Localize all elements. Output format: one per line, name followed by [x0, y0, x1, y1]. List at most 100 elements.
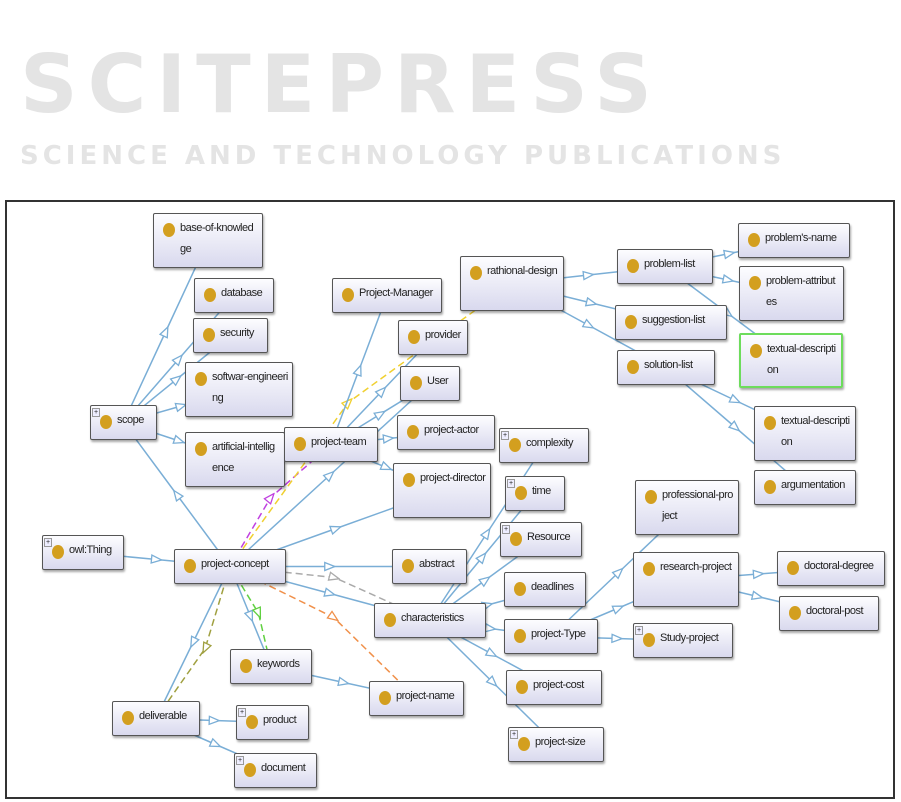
node-label: rathional-design: [487, 265, 558, 277]
node-label: problem-list: [644, 258, 695, 270]
class-icon: [625, 315, 637, 329]
class-node-provider[interactable]: provider: [398, 320, 468, 355]
class-icon: [246, 715, 258, 729]
class-icon: [510, 532, 522, 546]
node-label: database: [221, 287, 263, 299]
class-node-sol[interactable]: solution-list: [617, 350, 715, 385]
expand-icon[interactable]: +: [92, 408, 100, 417]
class-icon: [184, 559, 196, 573]
class-node-document[interactable]: + document: [234, 753, 317, 788]
node-label: deadlines: [531, 581, 574, 593]
class-node-keywords[interactable]: keywords: [230, 649, 312, 684]
class-node-ai[interactable]: artificial-intelligence: [185, 432, 285, 487]
node-label: problem's-name: [765, 232, 837, 244]
class-node-pattr[interactable]: problem-attributes: [739, 266, 844, 321]
class-node-ddeg[interactable]: doctoral-degree: [777, 551, 885, 586]
class-node-time[interactable]: +time: [505, 476, 565, 511]
class-node-projname[interactable]: project-name: [369, 681, 464, 716]
class-icon: [515, 486, 527, 500]
expand-icon[interactable]: +: [507, 479, 515, 488]
node-label: textual-description: [767, 343, 836, 376]
class-node-scope[interactable]: +scope: [90, 405, 157, 440]
class-node-psize[interactable]: + project-size: [508, 727, 604, 762]
node-label: User: [427, 375, 449, 387]
node-label: security: [220, 327, 254, 339]
node-label: professional-project: [662, 489, 733, 522]
class-node-ptype[interactable]: project-Type: [504, 619, 598, 654]
class-node-concept[interactable]: project-concept: [174, 549, 286, 584]
class-node-research[interactable]: research-project: [633, 552, 739, 607]
edge-charac-time: [429, 493, 536, 621]
class-node-pcost[interactable]: project-cost: [506, 670, 602, 705]
expand-icon[interactable]: +: [501, 431, 509, 440]
class-icon: [764, 480, 776, 494]
class-node-complexity[interactable]: + complexity: [499, 428, 589, 463]
node-label: project-name: [396, 690, 455, 702]
node-label: project-size: [535, 736, 586, 748]
class-node-resource[interactable]: + Resource: [500, 522, 582, 557]
node-label: document: [261, 762, 306, 774]
class-icon: [518, 737, 530, 751]
node-label: complexity: [526, 437, 573, 449]
edge-scope-base: [122, 240, 209, 423]
class-icon: [244, 763, 256, 777]
node-label: doctoral-post: [806, 605, 864, 617]
class-node-actor[interactable]: project-actor: [397, 415, 495, 450]
class-icon: [516, 680, 528, 694]
class-icon: [408, 330, 420, 344]
node-label: artificial-intelligence: [212, 441, 275, 474]
class-node-deliv[interactable]: deliverable: [112, 701, 200, 736]
expand-icon[interactable]: +: [510, 730, 518, 739]
expand-icon[interactable]: +: [502, 525, 510, 534]
class-node-database[interactable]: database: [194, 278, 274, 313]
edge-concept-rational: [229, 282, 513, 567]
node-label: Project-Manager: [359, 287, 433, 299]
edge-team-provider: [330, 336, 434, 446]
class-icon: [402, 559, 414, 573]
node-label: Resource: [527, 531, 571, 543]
expand-icon[interactable]: +: [238, 708, 246, 717]
node-label: softwar-engineering: [212, 371, 288, 404]
class-icon: [379, 691, 391, 705]
class-node-product[interactable]: +product: [236, 705, 309, 740]
class-node-team[interactable]: project-team: [284, 427, 378, 462]
node-label: characteristics: [401, 612, 464, 624]
class-node-abstract[interactable]: abstract: [392, 549, 467, 584]
class-node-director[interactable]: project-director: [393, 463, 491, 518]
expand-icon[interactable]: +: [236, 756, 244, 765]
class-icon: [509, 438, 521, 452]
node-label: solution-list: [644, 359, 693, 371]
class-icon: [789, 606, 801, 620]
class-node-base[interactable]: base-of-knowledge: [153, 213, 263, 268]
class-node-tdesc1[interactable]: textual-description: [739, 333, 843, 388]
node-label: problem-attributes: [766, 275, 836, 308]
edge-concept-keywords: [229, 566, 272, 667]
expand-icon[interactable]: +: [44, 538, 52, 547]
class-node-pm[interactable]: Project-Manager: [332, 278, 442, 313]
class-node-argu[interactable]: argumentation: [754, 470, 856, 505]
class-node-dpost[interactable]: doctoral-post: [779, 596, 879, 631]
class-node-security[interactable]: security: [193, 318, 268, 353]
class-node-sugg[interactable]: suggestion-list: [615, 305, 727, 340]
class-icon: [195, 372, 207, 386]
class-icon: [627, 360, 639, 374]
class-node-rational[interactable]: rathional-design: [460, 256, 564, 311]
class-icon: [749, 276, 761, 290]
edge-charac-complexity: [429, 445, 545, 621]
class-node-deadlines[interactable]: deadlines: [504, 572, 586, 607]
class-node-problist[interactable]: problem-list: [617, 249, 713, 284]
expand-icon[interactable]: +: [635, 626, 643, 635]
class-icon: [122, 711, 134, 725]
class-icon: [384, 613, 396, 627]
class-node-study[interactable]: +Study-project: [633, 623, 733, 658]
class-node-tdesc2[interactable]: textual-description: [754, 406, 856, 461]
class-node-user[interactable]: User: [400, 366, 460, 401]
class-icon: [204, 288, 216, 302]
class-node-owl[interactable]: +owl:Thing: [42, 535, 124, 570]
class-node-pname[interactable]: problem's-name: [738, 223, 850, 258]
class-node-softeng[interactable]: softwar-engineering: [185, 362, 293, 417]
node-label: project-cost: [533, 679, 584, 691]
class-node-charac[interactable]: characteristics: [374, 603, 486, 638]
class-icon: [764, 416, 776, 430]
class-node-prof[interactable]: professional-project: [635, 480, 739, 535]
